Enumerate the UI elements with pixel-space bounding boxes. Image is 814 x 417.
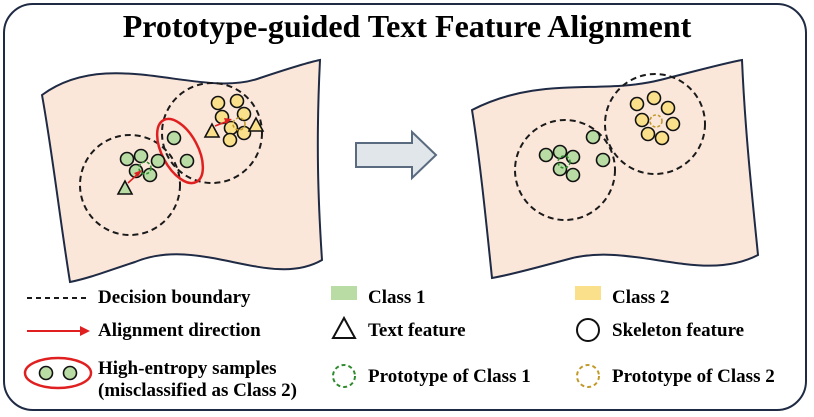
legend-prototype-class2-glyph: [576, 364, 600, 388]
right-boundary-class1: [514, 119, 616, 221]
right-class1-cluster: [538, 129, 611, 183]
skeleton-feature-class2: [229, 93, 245, 109]
skeleton-feature-class2: [646, 90, 662, 106]
legend-class1-label: Class 1: [368, 287, 426, 308]
legend-text-feature-glyph: [331, 315, 357, 339]
skeleton-feature-class1: [585, 129, 601, 145]
alignment-arrowhead: [134, 170, 142, 177]
legend-prototype-class1-label: Prototype of Class 1: [368, 366, 531, 387]
skeleton-feature-class1: [538, 147, 554, 163]
legend-decision-boundary-label: Decision boundary: [98, 287, 251, 308]
text-feature: [203, 122, 221, 138]
legend-text-feature-label: Text feature: [368, 320, 466, 341]
text-feature: [116, 179, 134, 195]
legend-class2-swatch: [575, 286, 601, 300]
legend-alignment-arrowhead: [80, 326, 90, 336]
right-class2-cluster: [629, 90, 681, 146]
skeleton-feature-class1: [552, 144, 568, 160]
left-boundary-class1: [79, 134, 181, 236]
skeleton-feature-class2: [660, 100, 676, 116]
high-entropy-sample: [166, 130, 182, 146]
skeleton-feature-class2: [640, 126, 656, 142]
skeleton-feature-class2: [665, 116, 681, 132]
skeleton-feature-class2: [634, 112, 650, 128]
skeleton-feature-class2: [236, 106, 252, 122]
prototype-class2: [232, 117, 246, 131]
skeleton-feature-class1: [119, 151, 135, 167]
legend-class2-label: Class 2: [612, 287, 670, 308]
high-entropy-sample: [179, 153, 195, 169]
legend-high-entropy-sample: [38, 365, 54, 381]
legend-skeleton-feature-label: Skeleton feature: [612, 320, 745, 341]
skeleton-feature-class2: [210, 95, 226, 111]
legend-high-entropy-glyph: [23, 356, 93, 390]
left-manifold: [40, 58, 324, 284]
legend-high-entropy-sublabel: (misclassified as Class 2): [98, 380, 297, 401]
prototype-class1: [557, 155, 571, 169]
legend-prototype-class2-label: Prototype of Class 2: [612, 366, 775, 387]
skeleton-feature-class1: [595, 152, 611, 168]
legend-high-entropy-sample: [62, 365, 78, 381]
prototype-class2: [649, 114, 663, 128]
legend-skeleton-feature-glyph: [576, 318, 600, 342]
left-boundary-class2: [161, 82, 263, 184]
skeleton-feature-class1: [142, 167, 158, 183]
skeleton-feature-class1: [565, 167, 581, 183]
skeleton-feature-class2: [654, 130, 670, 146]
skeleton-feature-class2: [222, 132, 238, 148]
diagram-title: Prototype-guided Text Feature Alignment: [122, 8, 692, 44]
left-class2-cluster: [203, 93, 265, 148]
legend-high-entropy-label: High-entropy samples: [98, 358, 277, 379]
legend-alignment-direction-label: Alignment direction: [98, 320, 261, 341]
skeleton-feature-class1: [150, 153, 166, 169]
skeleton-feature-class1: [133, 148, 149, 164]
skeleton-feature-class1: [552, 161, 568, 177]
skeleton-feature-class2: [236, 125, 252, 141]
alignment-arrowhead: [224, 118, 232, 124]
outer-frame: [3, 3, 807, 411]
legend-class1-swatch: [331, 286, 357, 300]
right-boundary-class2: [604, 73, 706, 175]
text-feature: [247, 116, 265, 132]
left-class1-cluster: [116, 148, 166, 195]
legend-prototype-class1-glyph: [332, 364, 356, 388]
transition-arrow: [355, 129, 438, 181]
prototype-class1: [138, 161, 152, 175]
skeleton-feature-class2: [629, 96, 645, 112]
